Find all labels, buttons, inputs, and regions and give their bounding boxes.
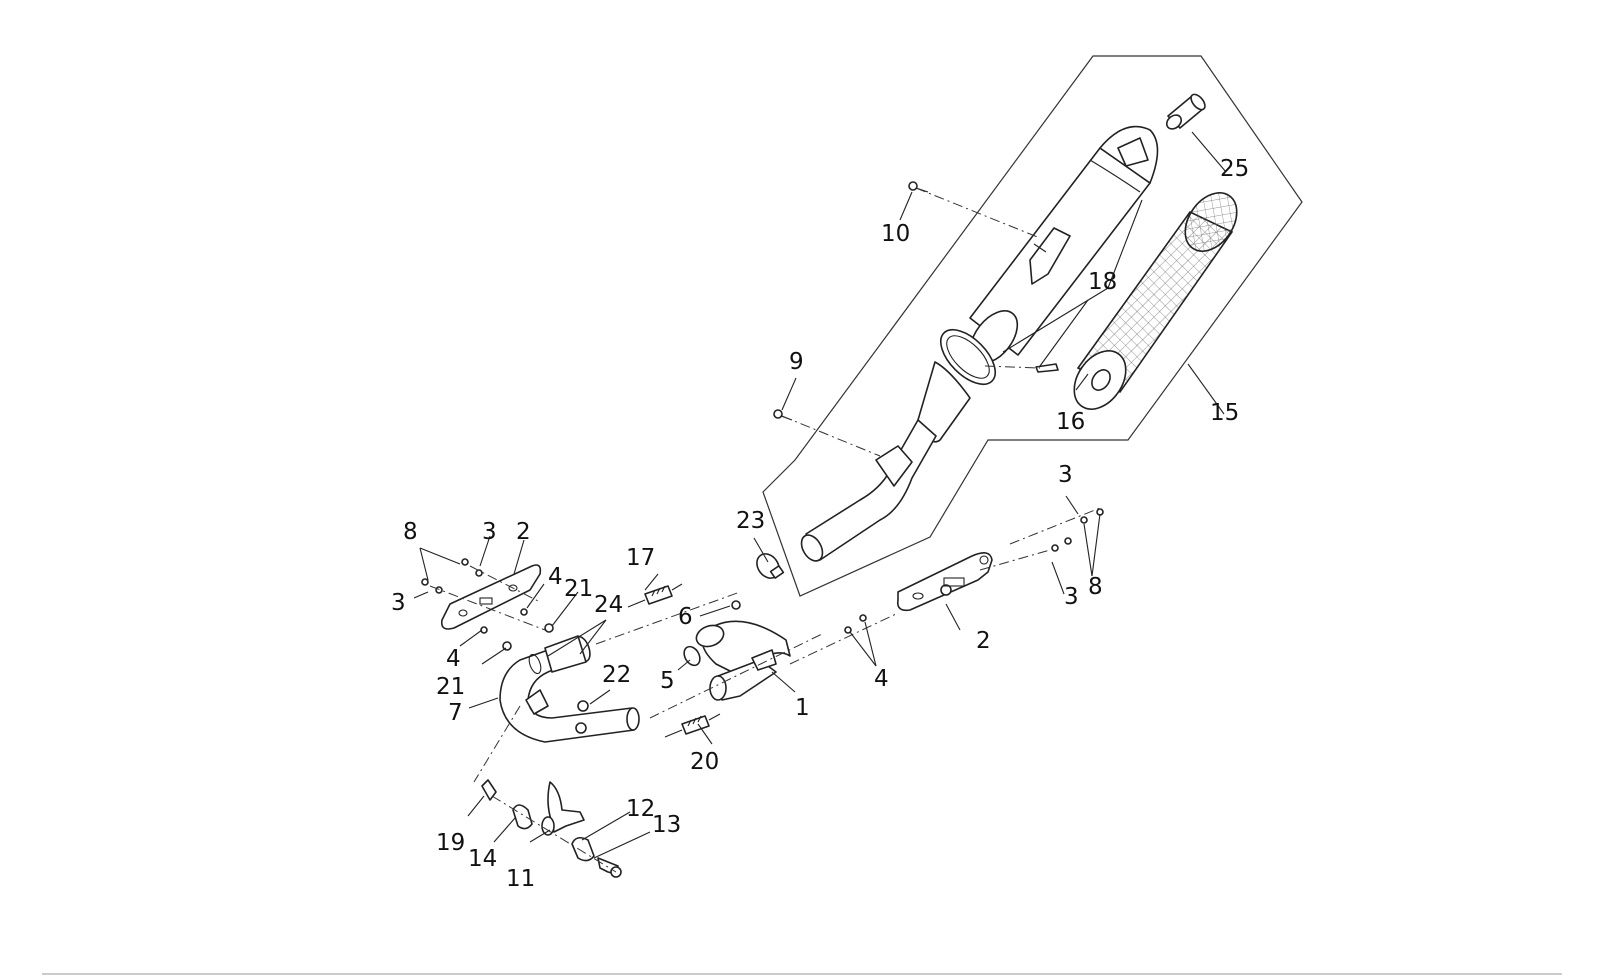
- absorber-sleeve: [1073, 192, 1238, 410]
- callout-4: 4: [874, 666, 889, 692]
- callout-3: 3: [482, 519, 497, 545]
- heat-shield-right: [896, 552, 993, 612]
- callout-13: 13: [652, 812, 681, 838]
- screw-10: [908, 181, 929, 193]
- callout-7: 7: [448, 700, 463, 726]
- callout-5: 5: [660, 668, 675, 694]
- callout-3: 3: [1064, 584, 1079, 610]
- mid-pipe: [695, 620, 791, 701]
- spring-17: [627, 583, 683, 608]
- callout-2: 2: [516, 519, 531, 545]
- header-pipe: [499, 635, 640, 743]
- rivet-16: [1035, 363, 1059, 373]
- spring-20: [664, 713, 721, 738]
- assembly-lines: [429, 187, 1101, 873]
- callouts: 1 2 2 3 3 3 3 4 4 4 5 6 7 8 8 9 10 11 12…: [391, 156, 1249, 892]
- callout-21: 21: [564, 576, 593, 602]
- silencer-assembly-frame: [762, 55, 1303, 597]
- callout-25: 25: [1220, 156, 1249, 182]
- leader-lines: [413, 131, 1227, 859]
- callout-9: 9: [789, 349, 804, 375]
- heat-shield-left: [440, 564, 542, 630]
- callout-17: 17: [626, 545, 655, 571]
- callout-16: 16: [1056, 409, 1085, 435]
- callout-11: 11: [506, 866, 535, 892]
- callout-10: 10: [881, 221, 910, 247]
- left-fasteners: [421, 558, 554, 651]
- callout-14: 14: [468, 846, 497, 872]
- callout-3: 3: [391, 590, 406, 616]
- gasket-5: [683, 645, 701, 667]
- callout-8: 8: [403, 519, 418, 545]
- callout-19: 19: [436, 830, 465, 856]
- callout-24: 24: [594, 592, 623, 618]
- callout-12: 12: [626, 796, 655, 822]
- callout-3: 3: [1058, 462, 1073, 488]
- nut-6: [731, 600, 741, 610]
- callout-1: 1: [795, 695, 810, 721]
- right-fasteners: [844, 508, 1104, 634]
- link-pipe: [800, 361, 971, 562]
- callout-23: 23: [736, 508, 765, 534]
- callout-15: 15: [1210, 400, 1239, 426]
- callout-8: 8: [1088, 574, 1103, 600]
- callout-6: 6: [678, 604, 693, 630]
- callout-18: 18: [1088, 269, 1117, 295]
- callout-4: 4: [446, 646, 461, 672]
- gasket-ring: [939, 328, 997, 386]
- end-cap-insert: [1165, 93, 1206, 130]
- clamp-23: [756, 553, 785, 579]
- callout-2: 2: [976, 628, 991, 654]
- nut-22: [577, 700, 589, 712]
- callout-22: 22: [602, 662, 631, 688]
- callout-4: 4: [548, 564, 563, 590]
- callout-21: 21: [436, 674, 465, 700]
- callout-20: 20: [690, 749, 719, 775]
